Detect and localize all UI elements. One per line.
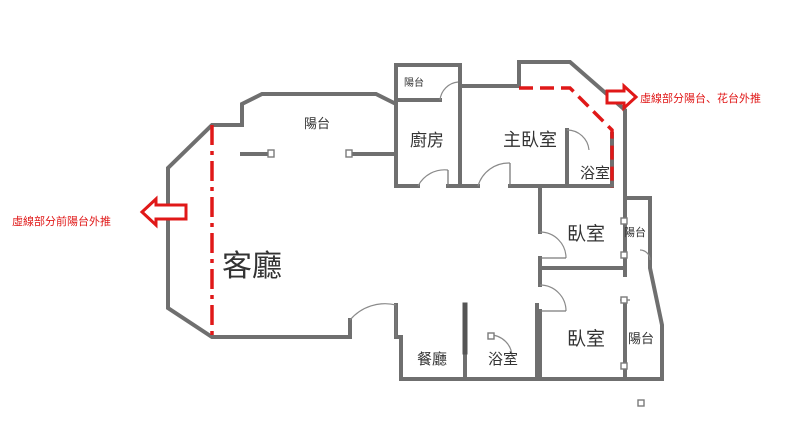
bottom-wall — [463, 196, 664, 381]
marker-1 — [267, 149, 275, 158]
label-bedroom-1: 臥室 — [567, 223, 605, 245]
door-small-balcony — [439, 81, 459, 101]
door-living-dining — [349, 303, 397, 321]
door-master — [477, 162, 511, 187]
master-bath-walls — [538, 128, 614, 188]
door-bedroom-1 — [539, 231, 567, 259]
door-bedroom-2 — [539, 284, 567, 312]
master-extension-line — [519, 86, 614, 188]
marker-3 — [620, 217, 628, 225]
right-arrow-icon — [605, 82, 639, 112]
marker-7 — [487, 332, 495, 340]
marker-2 — [345, 149, 353, 158]
label-master-bedroom: 主臥室 — [503, 130, 557, 151]
marker-6 — [620, 362, 628, 370]
door-balcony-right-1 — [639, 249, 651, 261]
label-balcony-top: 陽台 — [304, 117, 330, 132]
note-left: 虛線部分前陽台外推 — [12, 214, 111, 228]
label-kitchen: 廚房 — [410, 130, 444, 151]
marker-4 — [620, 251, 628, 259]
note-right: 虛線部分陽台、花台外推 — [640, 91, 761, 105]
door-kitchen — [417, 169, 449, 187]
door-master-bath — [566, 129, 590, 151]
walls — [166, 60, 664, 381]
small-balcony — [394, 63, 462, 102]
marker-5 — [620, 296, 628, 304]
label-dining: 餐廳 — [417, 350, 447, 368]
master-top — [458, 60, 627, 200]
bedroom-1-walls — [538, 184, 627, 270]
label-balcony-small: 陽台 — [404, 76, 424, 89]
left-arrow-icon — [139, 195, 188, 229]
label-master-bath: 浴室 — [580, 164, 610, 182]
label-balcony-right-1: 陽台 — [624, 225, 646, 239]
outer-wall-left — [166, 92, 398, 339]
master-bottom — [458, 184, 542, 200]
doors — [349, 81, 651, 358]
marker-8 — [637, 399, 645, 407]
label-bath: 浴室 — [488, 350, 518, 368]
fixtures — [267, 149, 645, 407]
label-living-room: 客廳 — [222, 249, 282, 284]
label-bedroom-2: 臥室 — [567, 328, 605, 350]
label-balcony-right-2: 陽台 — [628, 332, 654, 347]
